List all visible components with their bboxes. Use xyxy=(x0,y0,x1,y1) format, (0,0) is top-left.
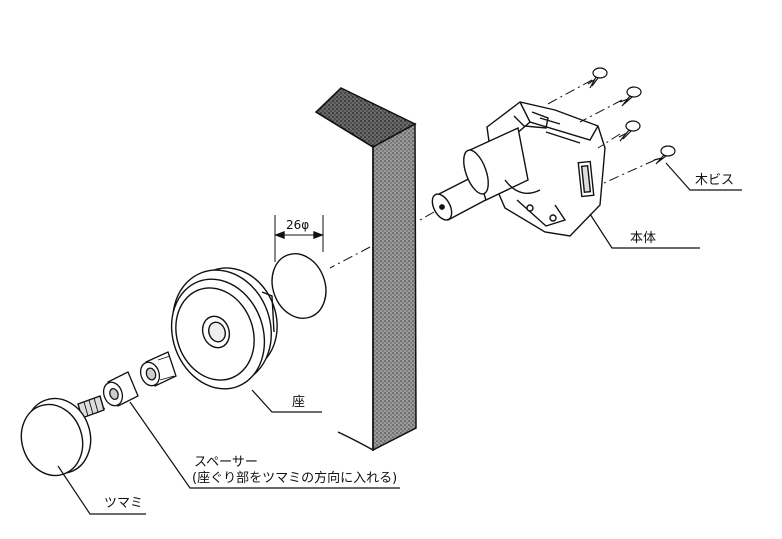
leader-lines xyxy=(57,162,742,515)
screw-icon xyxy=(618,120,641,142)
door-panel-face xyxy=(372,122,417,452)
spacer-part-rear xyxy=(139,351,177,387)
wood-screw-label: 木ビス xyxy=(695,173,734,188)
door-panel xyxy=(314,87,417,452)
spacer-label: スペーサー xyxy=(194,455,258,470)
knob-label: ツマミ xyxy=(104,496,143,511)
seat-part xyxy=(170,267,278,390)
spacer-note-label: (座ぐり部をツマミの方向に入れる) xyxy=(192,470,397,486)
dimension-label: 26φ xyxy=(286,218,309,232)
spacer-part-front xyxy=(102,371,139,407)
seat-label: 座 xyxy=(292,395,305,410)
cutout-disc xyxy=(271,215,327,319)
body-label: 本体 xyxy=(630,231,656,246)
lock-body xyxy=(431,101,606,237)
screw-icon xyxy=(619,86,642,107)
screw-icon xyxy=(653,145,676,165)
spacers xyxy=(102,351,177,407)
knob-part xyxy=(20,395,105,477)
wood-screws xyxy=(587,67,676,165)
screw-icon xyxy=(587,67,608,89)
